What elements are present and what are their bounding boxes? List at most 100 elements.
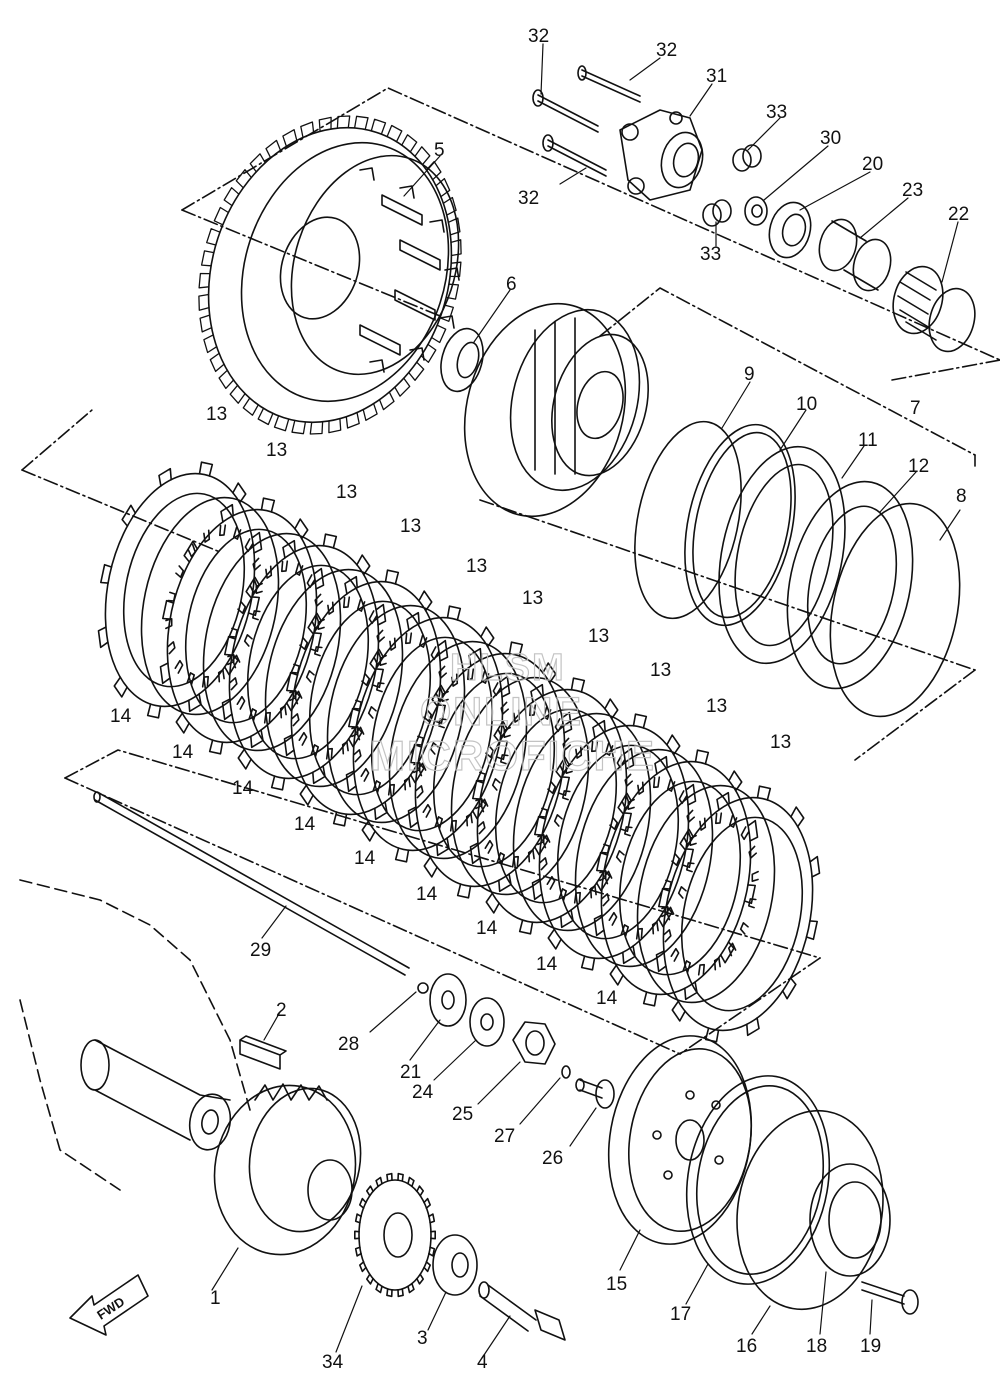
friction-plate-tabs <box>655 785 821 1043</box>
callout-13-j: 13 <box>770 732 791 753</box>
callout-14-g: 14 <box>476 918 498 939</box>
callout-14-c: 14 <box>232 778 254 799</box>
callout-3: 3 <box>417 1328 428 1349</box>
friction-plate-tabs <box>407 641 573 899</box>
gear-34-teeth-path <box>354 1172 436 1298</box>
friction-plate-outer <box>166 508 318 744</box>
steel-plate-outer <box>512 712 652 932</box>
housing-teeth-path <box>198 115 462 435</box>
leader-lines <box>211 43 961 1359</box>
part-11-plate <box>718 445 846 665</box>
steel-plate-14 <box>202 532 342 752</box>
part-32-bolts <box>532 65 641 177</box>
svg-text:MICROFICHE: MICROFICHE <box>370 732 656 779</box>
friction-plate-tabs <box>469 677 635 935</box>
steel-plate-teeth <box>537 740 635 904</box>
callout-32-b: 32 <box>656 40 677 61</box>
friction-plate-13 <box>221 533 387 791</box>
part-26-bolt <box>575 1078 615 1109</box>
callout-13-a: 13 <box>206 404 227 425</box>
steel-plate-outer <box>264 568 404 788</box>
callout-13-h: 13 <box>650 660 671 681</box>
callout-9: 9 <box>744 364 755 385</box>
steel-plate-14 <box>326 604 466 824</box>
callout-11: 11 <box>858 430 878 451</box>
callout-20: 20 <box>862 154 883 175</box>
callout-2: 2 <box>276 1000 287 1021</box>
part-29-push-rod <box>93 791 429 994</box>
friction-plate-tabs <box>97 461 263 719</box>
friction-plate-inner <box>184 528 308 724</box>
callout-14-e: 14 <box>354 848 376 869</box>
group-frame-pushrod <box>64 749 821 1055</box>
friction-plate-outer <box>476 688 628 924</box>
part-12-plate <box>786 480 914 690</box>
part-22-needle-bearing <box>892 265 976 353</box>
part-15-pressure-plate <box>607 1035 753 1245</box>
steel-plate-teeth <box>227 560 325 724</box>
callout-5: 5 <box>434 140 445 161</box>
watermark: HLSM ONLINE MICROFICHE <box>369 646 656 779</box>
fwd-arrow-icon <box>69 1274 149 1336</box>
part-17-ring <box>685 1075 831 1285</box>
part-27-washer <box>561 1065 571 1079</box>
part-34-gear <box>358 1179 432 1291</box>
callout-14-i: 14 <box>596 988 618 1009</box>
callout-12: 12 <box>908 456 929 477</box>
steel-plate-teeth <box>165 524 263 688</box>
steel-plate-outer <box>574 748 714 968</box>
callout-13-b: 13 <box>266 440 287 461</box>
part-30-washer <box>744 196 768 226</box>
part-1-primary-gear <box>213 1083 362 1256</box>
steel-plate-outer <box>450 676 590 896</box>
friction-plate-inner <box>122 492 246 688</box>
callout-33-b: 33 <box>700 244 721 265</box>
fwd-label: FWD <box>94 1294 127 1323</box>
callout-30: 30 <box>820 128 841 149</box>
callout-32-a: 32 <box>528 26 549 47</box>
svg-text:ONLINE: ONLINE <box>420 690 583 734</box>
callout-10: 10 <box>796 394 817 415</box>
callout-18: 18 <box>806 1336 827 1357</box>
steel-plate-teeth <box>413 668 511 832</box>
steel-plate-14 <box>264 568 404 788</box>
friction-plate-tabs <box>159 497 325 755</box>
friction-plate-outer <box>538 724 690 960</box>
part-6-spacer <box>440 327 484 393</box>
callout-16: 16 <box>736 1336 757 1357</box>
friction-plate-outer <box>104 472 256 708</box>
crankcase-outline <box>19 879 251 1191</box>
callout-29: 29 <box>250 940 271 961</box>
part-18-lifter <box>809 1163 891 1277</box>
friction-plate-13 <box>97 461 263 719</box>
friction-plate-tabs <box>345 605 511 863</box>
part-2-key <box>239 1035 287 1070</box>
callout-24: 24 <box>412 1082 434 1103</box>
callout-8: 8 <box>956 486 967 507</box>
clutch-plates-stack <box>97 461 821 1043</box>
friction-plate-outer <box>662 796 814 1032</box>
steel-plate-14 <box>140 496 280 716</box>
part-24-washer <box>469 997 505 1047</box>
part-21-washer <box>429 973 467 1027</box>
friction-plate-13 <box>345 605 511 863</box>
friction-plate-outer <box>290 580 442 816</box>
part-25-nut <box>512 1021 556 1065</box>
callout-34: 34 <box>322 1352 344 1373</box>
clutch-boss <box>463 302 649 518</box>
part-8-circlip <box>829 502 961 718</box>
callout-13-d: 13 <box>400 516 421 537</box>
steel-plate-14 <box>388 640 528 860</box>
friction-plate-13 <box>593 749 759 1007</box>
callout-13-i: 13 <box>706 696 727 717</box>
callout-21: 21 <box>400 1062 421 1083</box>
callout-19: 19 <box>860 1336 881 1357</box>
friction-plate-inner <box>680 816 804 1012</box>
callout-27: 27 <box>494 1126 515 1147</box>
steel-plate-14 <box>450 676 590 896</box>
callout-23: 23 <box>902 180 923 201</box>
callout-14-d: 14 <box>294 814 316 835</box>
part-3-washer <box>432 1234 478 1296</box>
steel-plate-outer <box>140 496 280 716</box>
